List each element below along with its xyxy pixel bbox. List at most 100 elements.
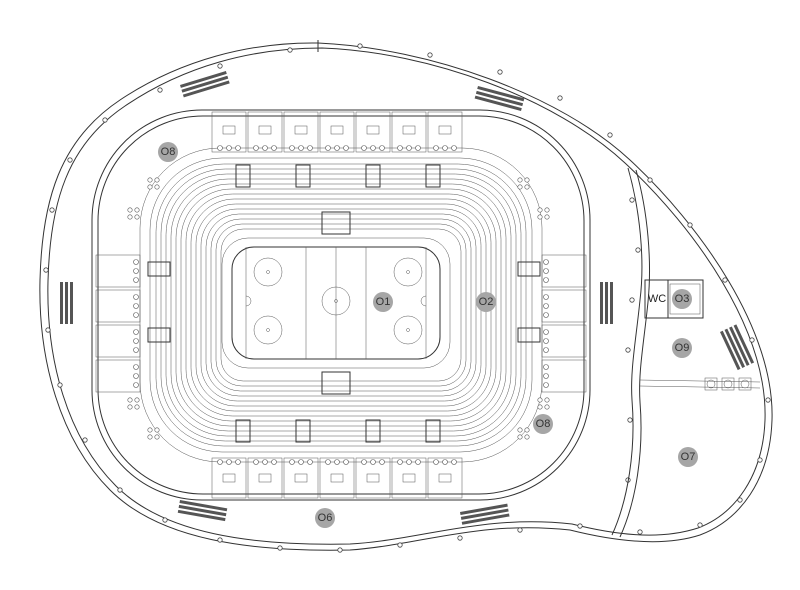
seating-row bbox=[185, 193, 497, 417]
seating-row bbox=[175, 183, 507, 427]
suite-top bbox=[319, 111, 355, 153]
suite-seat bbox=[451, 459, 457, 465]
corner-seat bbox=[537, 214, 543, 220]
suite-table bbox=[366, 125, 380, 135]
suite-seat bbox=[361, 145, 367, 151]
suite-table bbox=[294, 473, 308, 483]
corner-seat bbox=[127, 214, 133, 220]
zone-marker-o8-right[interactable]: O8 bbox=[533, 414, 553, 434]
perimeter-post bbox=[337, 547, 343, 553]
suite-seat bbox=[343, 145, 349, 151]
suite-seat bbox=[543, 259, 549, 265]
suite-seat bbox=[325, 145, 331, 151]
suite-seat bbox=[133, 303, 139, 309]
zone-marker-o2[interactable]: O2 bbox=[476, 292, 496, 312]
perimeter-post bbox=[102, 117, 108, 123]
corner-seat bbox=[147, 177, 153, 183]
suite-seat bbox=[370, 145, 376, 151]
suite-seat bbox=[226, 459, 232, 465]
suite-seat bbox=[442, 459, 448, 465]
seating-row bbox=[215, 223, 467, 387]
suite-left bbox=[95, 254, 141, 288]
corner-seat bbox=[524, 184, 530, 190]
tunnel bbox=[517, 261, 541, 277]
suite-seat bbox=[451, 145, 457, 151]
corner-seat bbox=[537, 207, 543, 213]
perimeter-post bbox=[697, 522, 703, 528]
perimeter-post bbox=[287, 47, 293, 53]
suite-seat bbox=[361, 459, 367, 465]
corner-seat bbox=[517, 434, 523, 440]
zone-o3-label: O3 bbox=[675, 293, 690, 305]
suite-seat bbox=[133, 329, 139, 335]
tunnel bbox=[365, 164, 381, 188]
seating-rows bbox=[155, 163, 527, 447]
suite-seat bbox=[543, 277, 549, 283]
suite-bottom bbox=[391, 457, 427, 499]
east-annex bbox=[611, 167, 761, 538]
wc-label: WC bbox=[648, 293, 666, 305]
perimeter-post bbox=[45, 327, 51, 333]
zone-marker-o9[interactable]: O9 bbox=[672, 338, 692, 358]
zone-marker-o7[interactable]: O7 bbox=[678, 447, 698, 467]
suite-seat bbox=[133, 382, 139, 388]
suite-seat bbox=[543, 338, 549, 344]
corner-seat bbox=[147, 434, 153, 440]
suite-bottom bbox=[247, 457, 283, 499]
suite-seat bbox=[289, 459, 295, 465]
tunnel bbox=[425, 164, 441, 188]
perimeter-post bbox=[607, 132, 613, 138]
suite-seat bbox=[543, 294, 549, 300]
zone-marker-o3[interactable]: O3 bbox=[672, 289, 692, 309]
suite-table bbox=[366, 473, 380, 483]
zone-marker-o6[interactable]: O6 bbox=[315, 508, 335, 528]
corner-seat bbox=[537, 404, 543, 410]
wc-block: WC bbox=[644, 279, 704, 319]
zone-o9-label: O9 bbox=[675, 342, 690, 354]
zone-o2-label: O2 bbox=[479, 296, 494, 308]
suite-seat bbox=[370, 459, 376, 465]
perimeter-post bbox=[647, 177, 653, 183]
suite-seat bbox=[543, 312, 549, 318]
perimeter-post bbox=[497, 69, 503, 75]
suite-seat bbox=[379, 145, 385, 151]
suite-seat bbox=[433, 459, 439, 465]
suite-seat bbox=[271, 459, 277, 465]
perimeter-post bbox=[629, 297, 635, 303]
corner-seat bbox=[134, 397, 140, 403]
suite-seat bbox=[543, 382, 549, 388]
seating-row bbox=[170, 178, 512, 432]
zone-o8-top-label: O8 bbox=[161, 146, 176, 158]
site-boundary bbox=[39, 40, 773, 551]
perimeter-post bbox=[637, 529, 643, 535]
suite-seat bbox=[217, 145, 223, 151]
tunnel bbox=[235, 164, 251, 188]
corner-seat bbox=[154, 184, 160, 190]
suite-left bbox=[95, 359, 141, 393]
suite-bottom bbox=[283, 457, 319, 499]
zone-o8-right-label: O8 bbox=[536, 418, 551, 430]
suite-right bbox=[541, 289, 587, 323]
suite-seat bbox=[133, 312, 139, 318]
suite-right bbox=[541, 324, 587, 358]
suite-seat bbox=[406, 459, 412, 465]
suite-seat bbox=[133, 373, 139, 379]
suite-seat bbox=[334, 145, 340, 151]
perimeter-post bbox=[157, 87, 163, 93]
tunnel bbox=[147, 327, 171, 343]
suite-seat bbox=[415, 459, 421, 465]
suite-seat bbox=[442, 145, 448, 151]
exterior-benches bbox=[60, 70, 755, 525]
access-tunnels bbox=[147, 164, 541, 443]
corner-seat bbox=[127, 404, 133, 410]
perimeter-post bbox=[737, 497, 743, 503]
tunnel bbox=[235, 419, 251, 443]
suite-seat bbox=[133, 268, 139, 274]
suite-bottom bbox=[319, 457, 355, 499]
suite-top bbox=[427, 111, 463, 153]
perimeter-post bbox=[517, 527, 523, 533]
corner-seat bbox=[517, 427, 523, 433]
zone-marker-o8-top[interactable]: O8 bbox=[158, 142, 178, 162]
suite-seat bbox=[133, 347, 139, 353]
zone-marker-o1[interactable]: O1 bbox=[373, 292, 393, 312]
